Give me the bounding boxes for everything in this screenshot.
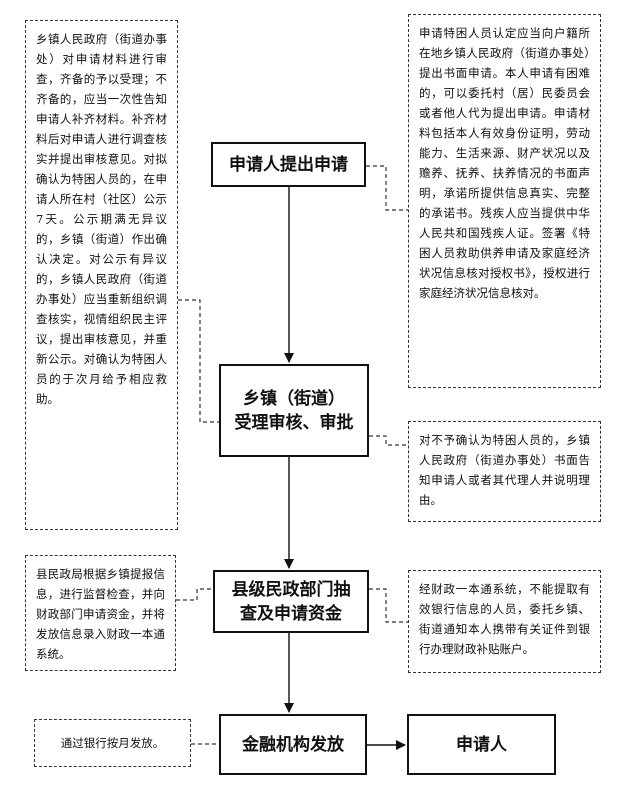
note-county-supervision: 县民政局根据乡镇提报信息，进行监督检查，并向财政部门申请资金，并将发放信息录入财… bbox=[25, 555, 176, 671]
note-bank-account-text: 经财政一本通系统，不能提取有效银行信息的人员，委托乡镇、街道通知本人携带有关证件… bbox=[419, 582, 590, 656]
step-township-review: 乡镇（街道） 受理审核、审批 bbox=[219, 364, 369, 457]
note-township-review-text: 乡镇人民政府（街道办事处）对申请材料进行审查，齐备的予以受理；不齐备的，应当一次… bbox=[36, 32, 167, 406]
step-county-check-label: 县级民政部门抽 查及申请资金 bbox=[231, 579, 351, 624]
note-township-review: 乡镇人民政府（街道办事处）对申请材料进行审查，齐备的予以受理；不齐备的，应当一次… bbox=[25, 20, 178, 530]
note-bank-account: 经财政一本通系统，不能提取有效银行信息的人员，委托乡镇、街道通知本人携带有关证件… bbox=[408, 570, 601, 673]
end-applicant: 申请人 bbox=[407, 714, 556, 775]
note-monthly-payment: 通过银行按月发放。 bbox=[34, 719, 191, 767]
step-submit-application: 申请人提出申请 bbox=[211, 142, 366, 187]
dashed-connector-county-left bbox=[176, 588, 213, 601]
step-township-review-label: 乡镇（街道） 受理审核、审批 bbox=[234, 388, 354, 433]
note-monthly-payment-text: 通过银行按月发放。 bbox=[60, 736, 165, 750]
step-bank-payment: 金融机构发放 bbox=[219, 714, 367, 775]
note-rejection: 对不予确认为特困人员的，乡镇人民政府（街道办事处）书面告知申请人或者其代理人并说… bbox=[408, 421, 601, 522]
step-submit-application-label: 申请人提出申请 bbox=[229, 154, 348, 175]
dashed-connector-county-right bbox=[369, 588, 408, 623]
note-rejection-text: 对不予确认为特困人员的，乡镇人民政府（街道办事处）书面告知申请人或者其代理人并说… bbox=[419, 433, 590, 507]
note-application-requirements: 申请特困人员认定应当向户籍所在地乡镇人民政府（街道办事处）提出书面申请。本人申请… bbox=[408, 14, 601, 388]
end-applicant-label: 申请人 bbox=[456, 734, 507, 755]
step-county-check: 县级民政部门抽 查及申请资金 bbox=[213, 570, 369, 633]
note-application-requirements-text: 申请特困人员认定应当向户籍所在地乡镇人民政府（街道办事处）提出书面申请。本人申请… bbox=[419, 26, 590, 300]
dashed-connector-reject bbox=[369, 435, 408, 446]
step-bank-payment-label: 金融机构发放 bbox=[242, 734, 344, 755]
dashed-connector-apply bbox=[366, 165, 408, 211]
dashed-connector-review bbox=[178, 299, 219, 423]
note-county-supervision-text: 县民政局根据乡镇提报信息，进行监督检查，并向财政部门申请资金，并将发放信息录入财… bbox=[36, 567, 165, 661]
